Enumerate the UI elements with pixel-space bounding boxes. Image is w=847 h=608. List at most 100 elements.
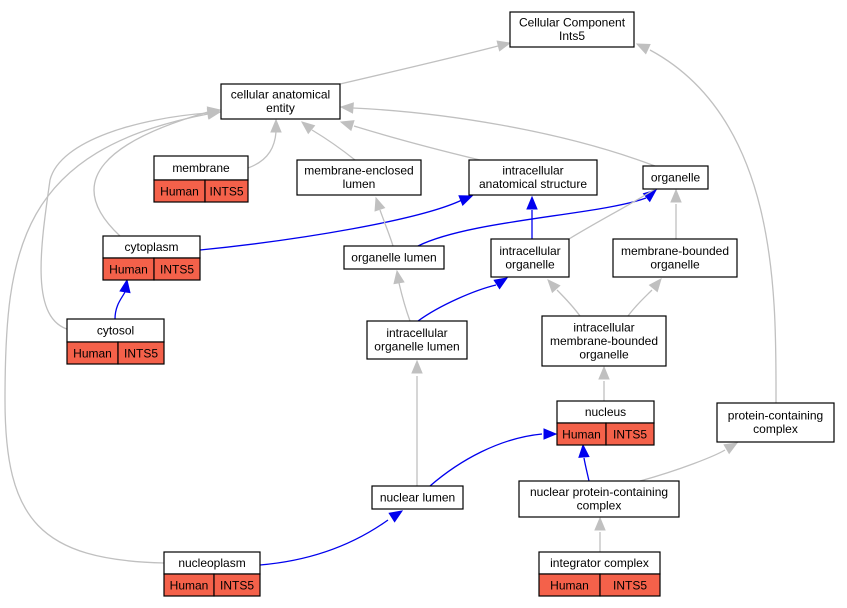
edge-line xyxy=(339,45,499,85)
edge-imbo-to-intorg xyxy=(547,279,581,317)
edge-line xyxy=(649,49,777,404)
node-label: entity xyxy=(266,101,295,115)
node-box xyxy=(371,485,464,510)
node-orglumen[interactable]: organelle lumen xyxy=(343,245,445,270)
node-label: membrane-bounded xyxy=(621,244,729,258)
node-box xyxy=(716,402,835,443)
node-label: nuclear lumen xyxy=(380,490,455,504)
node-label: complex xyxy=(577,499,622,513)
edge-pcc-to-root xyxy=(635,43,777,404)
arrowhead-icon xyxy=(411,359,423,374)
node-label: intracellular xyxy=(573,320,634,334)
edge-cytosol-to-cytoplasm xyxy=(114,278,131,320)
arrowhead-icon xyxy=(594,516,606,531)
gene-label: INTS5 xyxy=(209,185,243,199)
node-box xyxy=(296,159,422,196)
arrowhead-icon xyxy=(339,120,355,132)
gene-cell xyxy=(117,341,165,365)
node-label: intracellular xyxy=(499,244,560,258)
node-label: anatomical structure xyxy=(479,177,587,191)
node-label: organelle xyxy=(651,170,701,184)
node-label: organelle xyxy=(650,258,700,272)
node-label: integrator complex xyxy=(550,556,649,570)
arrowhead-icon xyxy=(543,428,558,440)
edge-nucleoplasm-to-nuclumen xyxy=(259,510,404,566)
node-label: Cellular Component xyxy=(519,16,626,30)
species-label: Human xyxy=(73,347,112,361)
arrowhead-icon xyxy=(496,40,512,52)
edge-cytosol-to-cae xyxy=(40,107,222,331)
edge-npcc-to-pcc xyxy=(639,442,739,482)
edge-nucleus-to-imbo xyxy=(598,365,610,401)
gene-cell xyxy=(204,179,249,203)
node-label: intracellular xyxy=(502,164,563,178)
edge-ias-to-cae xyxy=(339,120,481,161)
gene-cell xyxy=(605,422,655,446)
arrowhead-icon xyxy=(393,269,405,285)
node-box xyxy=(468,159,598,196)
edge-line xyxy=(353,125,481,161)
node-label: organelle lumen xyxy=(374,340,459,354)
node-organelle[interactable]: organelle xyxy=(642,165,709,190)
edge-line xyxy=(114,291,126,320)
node-box xyxy=(153,155,249,181)
gene-cell xyxy=(153,257,201,281)
edge-line xyxy=(4,113,209,564)
edge-npcc-to-nucleus xyxy=(578,443,590,482)
arrowhead-icon xyxy=(339,102,354,114)
edge-line xyxy=(398,282,411,322)
node-box xyxy=(220,83,341,120)
species-label: Human xyxy=(160,185,199,199)
edge-orglumen-to-mel xyxy=(374,196,394,247)
arrowhead-icon xyxy=(723,442,739,455)
gene-cell xyxy=(213,573,261,597)
node-label: organelle xyxy=(505,258,555,272)
edge-iol-to-intorg xyxy=(417,277,509,322)
gene-label: INTS5 xyxy=(220,579,254,593)
edge-line xyxy=(379,209,394,247)
edge-imbo-to-mbo xyxy=(627,277,662,317)
edge-nucleoplasm-to-cae xyxy=(4,108,222,564)
gene-label: INTS5 xyxy=(613,428,647,442)
edge-line xyxy=(627,289,653,317)
node-nuclumen[interactable]: nuclear lumen xyxy=(371,485,464,510)
node-label: membrane-bounded xyxy=(550,334,658,348)
node-label: cellular anatomical xyxy=(231,88,330,102)
gene-label: INTS5 xyxy=(124,347,158,361)
node-box xyxy=(343,245,445,270)
edge-line xyxy=(247,131,277,169)
node-box xyxy=(541,315,667,367)
edge-intorg-to-organelle xyxy=(568,188,656,240)
edge-line xyxy=(93,111,209,237)
arrowhead-icon xyxy=(388,510,404,523)
edge-line xyxy=(259,519,389,566)
arrowhead-icon xyxy=(526,195,538,210)
species-label: Human xyxy=(109,263,148,277)
node-box xyxy=(612,238,738,278)
arrowhead-icon xyxy=(300,121,316,135)
arrowhead-icon xyxy=(670,188,682,203)
edge-line xyxy=(417,284,497,322)
node-label: organelle xyxy=(579,347,629,361)
arrowhead-icon xyxy=(578,443,590,458)
node-box xyxy=(518,480,680,518)
node-box xyxy=(509,11,635,48)
